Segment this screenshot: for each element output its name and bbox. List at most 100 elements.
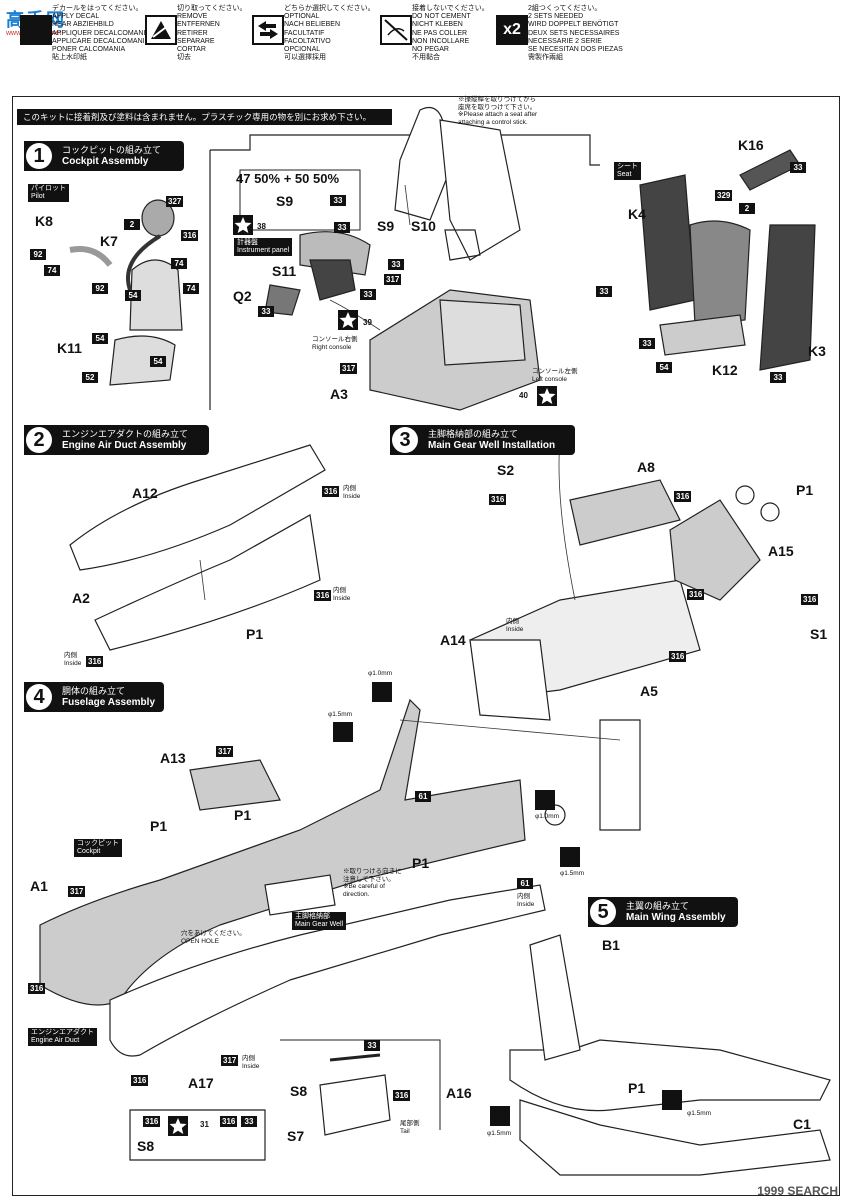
step-number: 3 — [392, 427, 418, 453]
drill-icon — [535, 790, 555, 810]
part-label: S1 — [810, 626, 828, 642]
part-label: A8 — [637, 459, 655, 475]
part-label: S8 — [290, 1083, 308, 1099]
paint-code: 33 — [241, 1116, 257, 1127]
part-label: A1 — [30, 878, 48, 894]
careful-note: ※取りつける向きに 注意して下さい。 ※Be careful of direct… — [343, 868, 402, 898]
apply-decal-icon — [20, 15, 52, 45]
paint-code: 52 — [82, 372, 98, 383]
drill-icon — [560, 847, 580, 867]
drill-icon — [333, 722, 353, 742]
part-label: A13 — [160, 750, 186, 766]
step-4-header: 4 胴体の組み立て Fuselage Assembly — [24, 682, 164, 712]
drill-size: φ1.5mm — [487, 1130, 512, 1137]
step-5-header: 5 主翼の組み立て Main Wing Assembly — [588, 897, 738, 927]
part-label: K7 — [100, 233, 118, 249]
inside-note: 内側 Inside — [517, 893, 535, 908]
part-label: S7 — [287, 1128, 305, 1144]
paint-code: 2 — [124, 219, 140, 230]
part-label: S2 — [497, 462, 515, 478]
paint-code: 327 — [166, 196, 184, 207]
step-title-jp: 主脚格納部の組み立て — [428, 429, 519, 439]
engine-air-duct-tag: エンジンエアダクト Engine Air Duct — [28, 1028, 97, 1046]
step-3-header: 3 主脚格納部の組み立て Main Gear Well Installation — [390, 425, 575, 455]
paint-code: 316 — [322, 486, 340, 497]
step-title-en: Main Wing Assembly — [626, 912, 726, 923]
inside-note: 内側 Inside — [333, 587, 351, 602]
paint-code: 317 — [68, 886, 86, 897]
tail-note: 尾部側 Tail — [400, 1120, 420, 1135]
control-stick-note: ※操縦桿を取りつけてから 座席を取りつけて下さい。 ※Please attach… — [458, 96, 538, 126]
mix-formula: 47 50% + 50 50% — [236, 171, 339, 186]
legend-x2: x2 2組つくってください。 2 SETS NEEDED WIRD DOPPEL… — [496, 5, 656, 87]
paint-code: 316 — [801, 594, 819, 605]
paint-code: 92 — [92, 283, 108, 294]
part-label: P1 — [628, 1080, 646, 1096]
drill-size: φ1.0mm — [368, 670, 393, 677]
part-label: S9 — [276, 193, 294, 209]
legend-text: デカールをはってください。 APPLY DECAL HEAR ABZIEHBIL… — [52, 5, 151, 62]
part-label: P1 — [234, 807, 252, 823]
drill-icon — [372, 682, 392, 702]
paint-code: 54 — [92, 333, 108, 344]
part-label: A5 — [640, 683, 658, 699]
paint-code: 61 — [415, 791, 431, 802]
part-label: K4 — [628, 206, 646, 222]
part-label: P1 — [246, 626, 264, 642]
paint-code: 316 — [687, 589, 705, 600]
part-label: K8 — [35, 213, 53, 229]
drill-size: φ1.5mm — [560, 870, 585, 877]
notice-banner: このキットに接着剤及び塗料は含まれません。プラスチック専用の物を別にお求め下さい… — [17, 109, 392, 125]
paint-code: 33 — [334, 222, 350, 233]
paint-code: 317 — [221, 1055, 239, 1066]
step-title-en: Cockpit Assembly — [62, 156, 149, 167]
decal-star-icon — [233, 215, 253, 235]
paint-code: 317 — [384, 274, 402, 285]
paint-code: 316 — [314, 590, 332, 601]
part-label: A14 — [440, 632, 466, 648]
part-label: S9 — [377, 218, 395, 234]
part-label: C1 — [793, 1116, 811, 1132]
part-label: P1 — [796, 482, 814, 498]
x2-label: x2 — [503, 21, 521, 38]
part-label: Q2 — [233, 288, 252, 304]
legend-text: 切り取ってください。 REMOVE ENTFERNEN RETIRER SEPA… — [177, 5, 247, 62]
no-cement-icon — [380, 15, 412, 45]
paint-code: 92 — [30, 249, 46, 260]
part-label: A3 — [330, 386, 348, 402]
open-hole-note: 穴をあけてください。 OPEN HOLE — [181, 930, 246, 945]
paint-code: 316 — [181, 230, 199, 241]
step-number: 4 — [26, 684, 52, 710]
paint-code: 316 — [86, 656, 104, 667]
paint-code: 61 — [517, 878, 533, 889]
paint-code: 316 — [143, 1116, 161, 1127]
drill-icon — [490, 1106, 510, 1126]
inside-note: 内側 Inside — [343, 485, 361, 500]
paint-code: 54 — [150, 356, 166, 367]
right-console-note: コンソール右側 Right console — [312, 336, 358, 351]
paint-code: 74 — [183, 283, 199, 294]
part-label: A2 — [72, 590, 90, 606]
paint-code: 33 — [388, 259, 404, 270]
part-label: A16 — [446, 1085, 472, 1101]
paint-code: 316 — [131, 1075, 149, 1086]
part-label: A12 — [132, 485, 158, 501]
part-label: A17 — [188, 1075, 214, 1091]
paint-code: 33 — [639, 338, 655, 349]
inside-note: 内側 Inside — [242, 1055, 260, 1070]
remove-icon — [145, 15, 177, 45]
inside-note: 内側 Inside — [64, 652, 82, 667]
paint-code: 316 — [674, 491, 692, 502]
paint-code: 74 — [171, 258, 187, 269]
paint-code: 316 — [393, 1090, 411, 1101]
part-label: P1 — [412, 855, 430, 871]
watermark: 1999 SEARCH — [757, 1184, 838, 1198]
paint-code: 317 — [340, 363, 358, 374]
decal-star-icon — [537, 386, 557, 406]
step-title-en: Fuselage Assembly — [62, 697, 156, 708]
paint-code: 54 — [125, 290, 141, 301]
paint-code: 329 — [715, 190, 733, 201]
legend-text: 2組つくってください。 2 SETS NEEDED WIRD DOPPELT B… — [528, 5, 623, 62]
decal-number: 40 — [519, 391, 528, 400]
